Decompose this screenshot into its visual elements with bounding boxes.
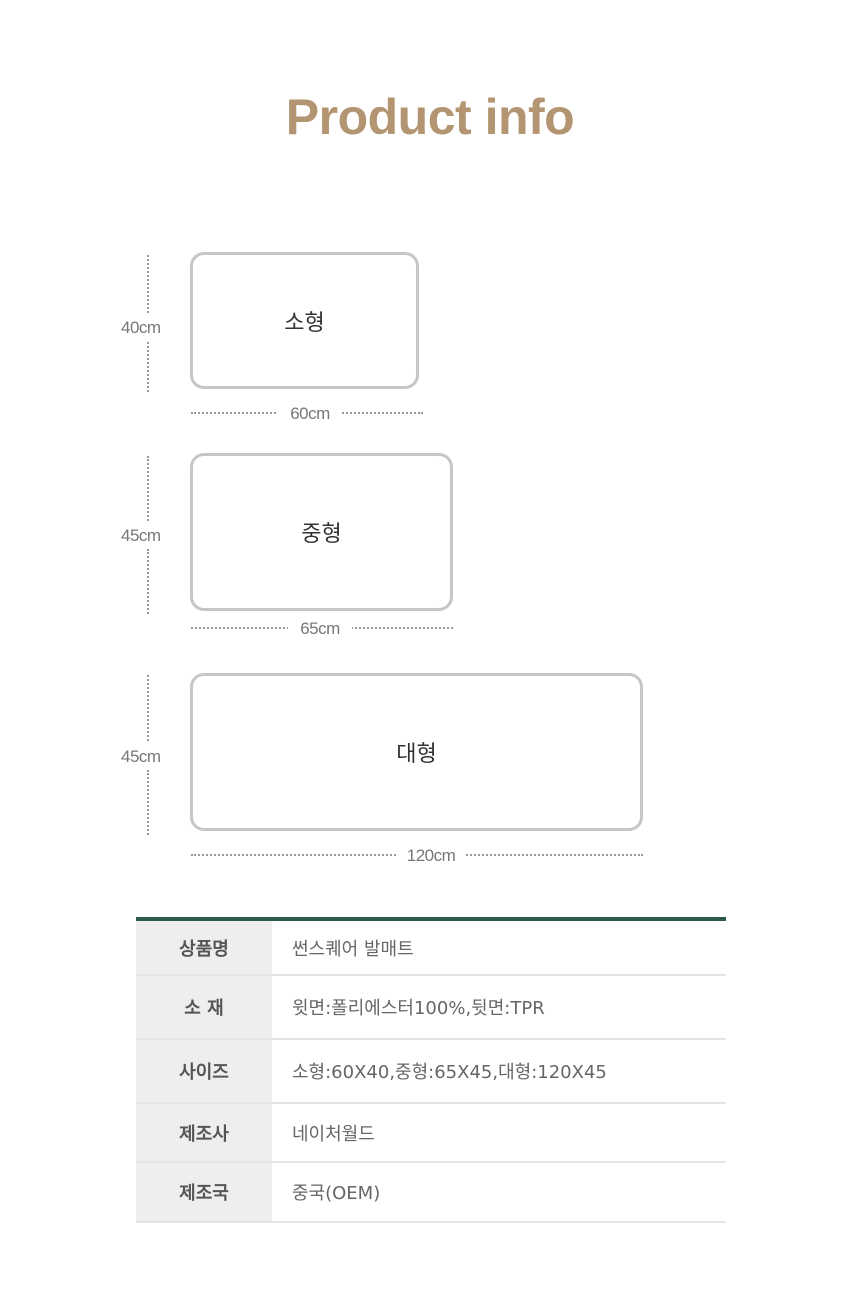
height-label: 45cm	[121, 747, 161, 766]
width-label: 120cm	[396, 846, 466, 866]
table-row: 제조국 중국(OEM)	[136, 1163, 726, 1223]
row-label: 소 재	[136, 976, 272, 1038]
table-row: 제조사 네이처월드	[136, 1104, 726, 1163]
row-value: 네이처월드	[292, 1123, 375, 1145]
table-row: 사이즈 소형:60X40,중형:65X45,대형:120X45	[136, 1040, 726, 1104]
row-value: 윗면:폴리에스터100%,뒷면:TPR	[292, 998, 545, 1019]
row-label: 제조사	[136, 1104, 272, 1161]
size-diagram-small: 소형	[190, 252, 419, 389]
size-diagram-medium: 중형	[190, 453, 453, 611]
height-dim-line	[147, 255, 149, 313]
height-dim-line	[147, 342, 149, 392]
width-label: 60cm	[278, 404, 342, 424]
height-dim-line	[147, 549, 149, 614]
height-dim-line	[147, 456, 149, 521]
size-diagram-large: 대형	[190, 673, 643, 831]
size-name: 중형	[301, 522, 342, 547]
size-name: 대형	[396, 742, 437, 767]
size-name: 소형	[284, 310, 325, 336]
height-dim-line	[147, 675, 149, 741]
page-title: Product info	[285, 89, 575, 145]
height-label: 40cm	[121, 318, 161, 337]
row-value: 썬스퀘어 발매트	[292, 938, 414, 960]
row-value: 소형:60X40,중형:65X45,대형:120X45	[292, 1062, 607, 1083]
row-label: 제조국	[136, 1163, 272, 1221]
row-value: 중국(OEM)	[292, 1183, 381, 1204]
height-label: 45cm	[121, 526, 161, 545]
width-label: 65cm	[288, 619, 352, 639]
spec-table: 상품명 썬스퀘어 발매트 소 재 윗면:폴리에스터100%,뒷면:TPR 사이즈…	[136, 917, 726, 1223]
row-label: 상품명	[136, 921, 272, 974]
height-dim-line	[147, 770, 149, 835]
table-row: 상품명 썬스퀘어 발매트	[136, 921, 726, 976]
row-label: 사이즈	[136, 1040, 272, 1102]
table-row: 소 재 윗면:폴리에스터100%,뒷면:TPR	[136, 976, 726, 1040]
